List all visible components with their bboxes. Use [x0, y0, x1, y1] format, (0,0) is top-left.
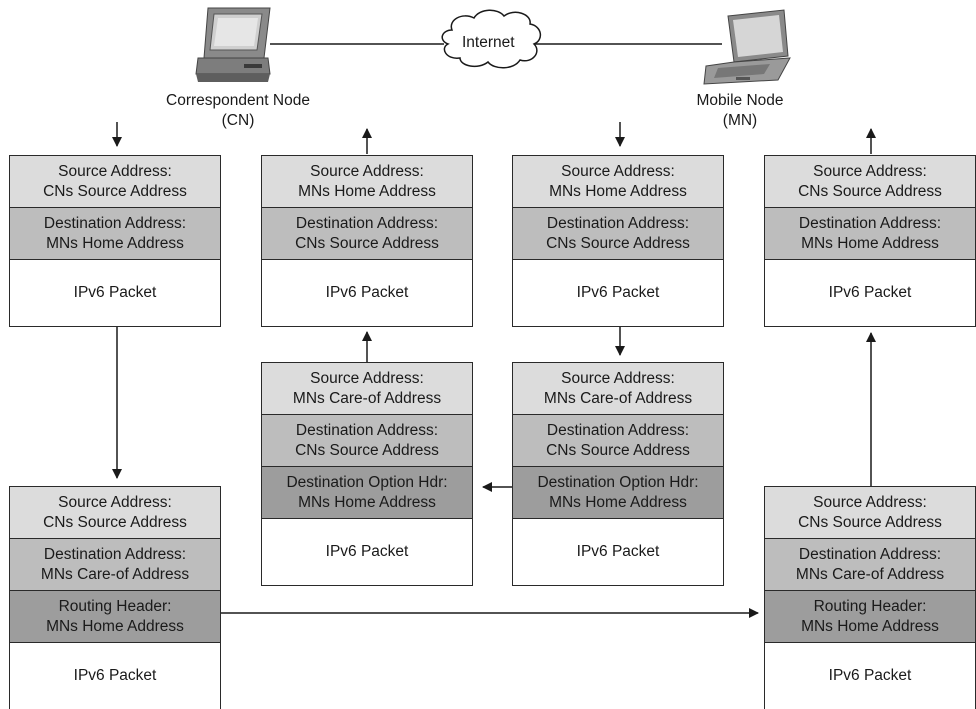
destination-address-row: Destination Address:MNs Home Address: [10, 208, 220, 260]
packet-cn-to-mn-delivered: Source Address:CNs Source Address Destin…: [764, 155, 976, 327]
destination-address-row: Destination Address:MNs Care-of Address: [10, 539, 220, 591]
packet-cn-to-mn-original: Source Address:CNs Source Address Destin…: [9, 155, 221, 327]
laptop-icon: [703, 9, 791, 85]
destination-address-row: Destination Address:MNs Care-of Address: [765, 539, 975, 591]
packet-mn-to-cn-sent-dest-option: Source Address:MNs Care-of Address Desti…: [512, 362, 724, 586]
packet-mn-to-cn-delivered: Source Address:MNs Home Address Destinat…: [261, 155, 473, 327]
packet-mn-to-cn-received-dest-option: Source Address:MNs Care-of Address Desti…: [261, 362, 473, 586]
ipv6-payload-row: IPv6 Packet: [765, 260, 975, 326]
internet-label: Internet: [462, 34, 515, 51]
ipv6-payload-row: IPv6 Packet: [10, 260, 220, 326]
ipv6-payload-row: IPv6 Packet: [262, 260, 472, 326]
cloud-icon: [441, 9, 542, 69]
destination-option-header-row: Destination Option Hdr:MNs Home Address: [262, 467, 472, 519]
destination-option-header-row: Destination Option Hdr:MNs Home Address: [513, 467, 723, 519]
mobile-node-label: Mobile Node (MN): [640, 91, 840, 131]
source-address-row: Source Address:MNs Care-of Address: [513, 363, 723, 415]
routing-header-row: Routing Header:MNs Home Address: [765, 591, 975, 643]
destination-address-row: Destination Address:CNs Source Address: [262, 208, 472, 260]
ipv6-payload-row: IPv6 Packet: [262, 519, 472, 585]
mn-abbr: (MN): [722, 112, 758, 129]
packet-cn-to-mn-received-routing-header: Source Address:CNs Source Address Destin…: [764, 486, 976, 709]
source-address-row: Source Address:CNs Source Address: [10, 487, 220, 539]
packet-mn-to-cn-original: Source Address:MNs Home Address Destinat…: [512, 155, 724, 327]
destination-address-row: Destination Address:CNs Source Address: [513, 208, 723, 260]
source-address-row: Source Address:MNs Home Address: [262, 156, 472, 208]
source-address-row: Source Address:MNs Care-of Address: [262, 363, 472, 415]
destination-address-row: Destination Address:CNs Source Address: [513, 415, 723, 467]
destination-address-row: Destination Address:CNs Source Address: [262, 415, 472, 467]
packet-cn-to-mn-sent-routing-header: Source Address:CNs Source Address Destin…: [9, 486, 221, 709]
mn-name: Mobile Node: [696, 92, 784, 109]
ipv6-payload-row: IPv6 Packet: [513, 519, 723, 585]
ipv6-payload-row: IPv6 Packet: [765, 643, 975, 709]
desktop-computer-icon: [195, 7, 271, 82]
source-address-row: Source Address:CNs Source Address: [765, 487, 975, 539]
ipv6-payload-row: IPv6 Packet: [513, 260, 723, 326]
source-address-row: Source Address:CNs Source Address: [10, 156, 220, 208]
correspondent-node-label: Correspondent Node (CN): [133, 91, 343, 131]
cn-abbr: (CN): [221, 112, 255, 129]
cn-name: Correspondent Node: [166, 92, 310, 109]
routing-header-row: Routing Header:MNs Home Address: [10, 591, 220, 643]
source-address-row: Source Address:MNs Home Address: [513, 156, 723, 208]
source-address-row: Source Address:CNs Source Address: [765, 156, 975, 208]
ipv6-payload-row: IPv6 Packet: [10, 643, 220, 709]
destination-address-row: Destination Address:MNs Home Address: [765, 208, 975, 260]
